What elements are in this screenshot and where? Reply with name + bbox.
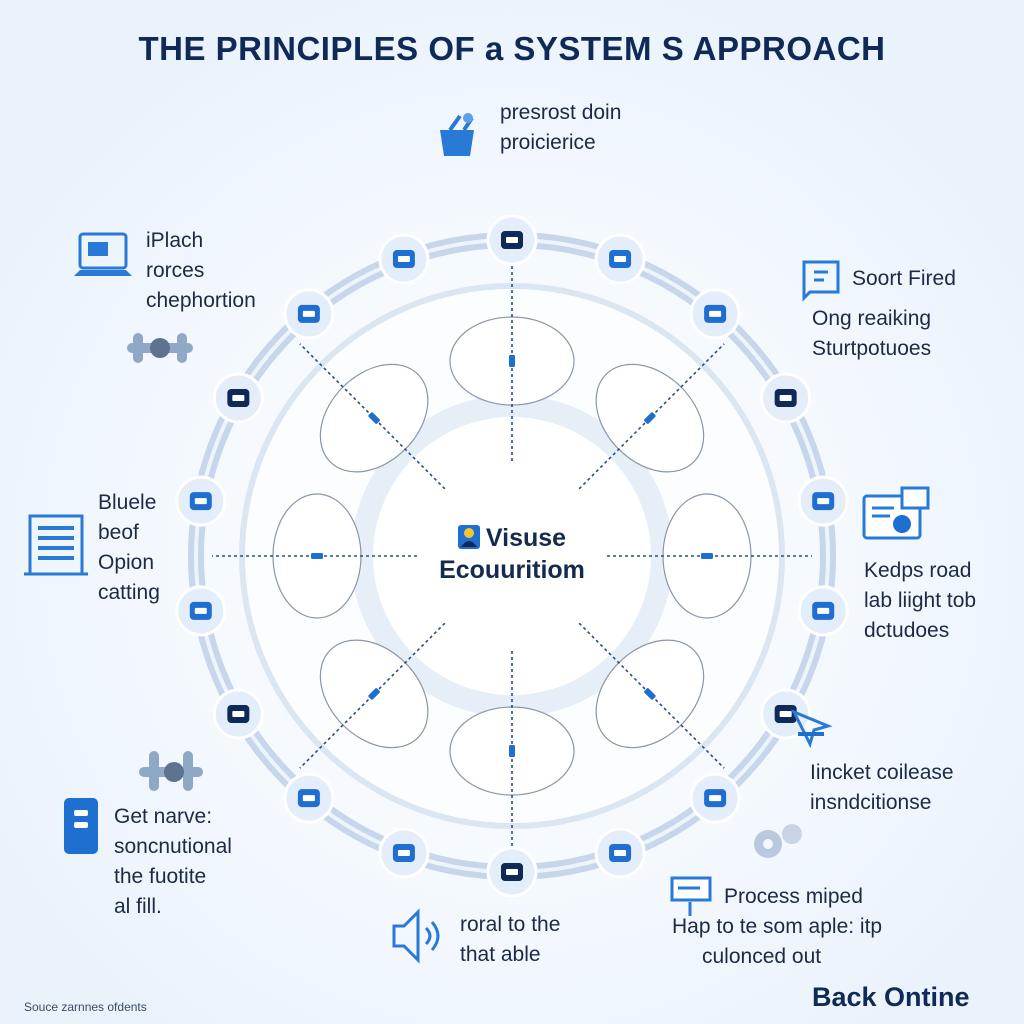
mail-icon[interactable] (486, 214, 538, 266)
arrow-left-icon[interactable] (175, 585, 227, 637)
dollar-icon[interactable] (689, 288, 741, 340)
card-icon[interactable] (283, 288, 335, 340)
robot-icon (127, 333, 193, 363)
laptop-icon (74, 232, 132, 276)
phone-icon (64, 798, 98, 854)
center-title: Visuse (485, 524, 567, 552)
gears-icon[interactable] (378, 233, 430, 285)
robot-icon[interactable] (283, 772, 335, 824)
spoke-marker-6 (368, 688, 380, 700)
node-group (175, 214, 849, 898)
shield-icon[interactable] (760, 372, 812, 424)
puzzle-person-icon (457, 525, 480, 549)
chart-icon[interactable] (175, 475, 227, 527)
building-icon (24, 514, 88, 576)
document-icon[interactable] (486, 846, 538, 898)
bank-icon[interactable] (212, 688, 264, 740)
spoke-marker-3 (701, 553, 713, 559)
spoke-marker-1 (509, 355, 515, 367)
cursor-icon (790, 709, 833, 749)
spoke-marker-5 (509, 745, 515, 757)
label-bottom-right-title: Process miped (724, 885, 863, 908)
spoke-marker-2 (644, 412, 656, 424)
center-subtitle: Ecouuritiom (439, 556, 585, 584)
basket-icon (440, 113, 474, 156)
label-bottom-right-body: Hap to te som aple: itp culonced out (672, 915, 883, 968)
gears-icon (754, 824, 802, 858)
speaker-icon (392, 908, 440, 964)
spoke-marker-4 (644, 688, 656, 700)
keyboard-icon (670, 876, 712, 916)
center-hub: Visuse Ecouuritiom (404, 522, 620, 602)
label-top-right: Soort Fired (852, 267, 956, 290)
spoke-group (212, 256, 812, 856)
arrow-right-icon[interactable] (797, 585, 849, 637)
document-card-icon (862, 486, 930, 540)
flag-icon[interactable] (594, 827, 646, 879)
page-title: THE PRINCIPLES OF a SYSTEM S APPROACH (138, 30, 886, 67)
spoke-marker-8 (368, 412, 380, 424)
network-icon[interactable] (689, 772, 741, 824)
people-icon[interactable] (797, 475, 849, 527)
tools-icon[interactable] (378, 827, 430, 879)
back-online-link[interactable]: Back Ontine (812, 982, 970, 1012)
spoke-marker-7 (311, 553, 323, 559)
camera-icon[interactable] (212, 372, 264, 424)
tools-icon (139, 751, 203, 791)
bag-icon[interactable] (594, 233, 646, 285)
diamond-icon[interactable] (760, 688, 812, 740)
chat-icon (802, 260, 840, 302)
source-note: Souce zarnnes ofdents (24, 1000, 147, 1014)
